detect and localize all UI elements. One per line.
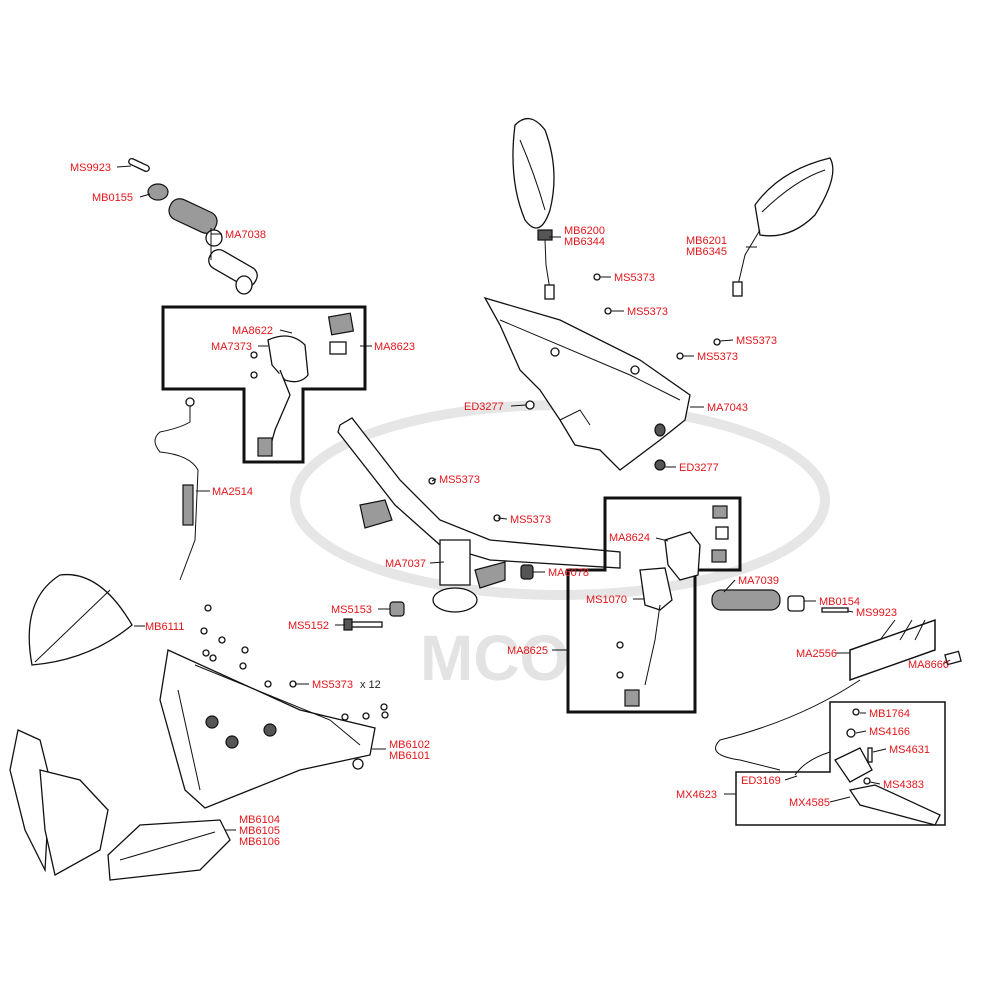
label-mx4585: MX4585 xyxy=(789,797,830,809)
watermark-text: MCO xyxy=(420,622,569,694)
label-ma6078: MA6078 xyxy=(548,567,589,579)
label-ma7039: MA7039 xyxy=(738,575,779,587)
group-box-ma8623 xyxy=(161,305,367,464)
label-ms4166: MS4166 xyxy=(869,726,910,738)
part-labels: MS9923 MB0155 MA7038 MA8622 MA7373 MA862… xyxy=(70,162,949,848)
label-ms4383: MS4383 xyxy=(883,779,924,791)
label-mb6106: MB6106 xyxy=(239,836,280,848)
label-ms5153: MS5153 xyxy=(331,604,372,616)
label-mb6345: MB6345 xyxy=(686,246,727,258)
label-mb6201: MB6201 xyxy=(686,235,727,247)
label-mx4623: MX4623 xyxy=(676,789,717,801)
label-ms5373-d: MS5373 xyxy=(697,351,738,363)
brake-cable xyxy=(715,618,962,771)
label-ma8622: MA8622 xyxy=(232,325,273,337)
label-mb0155: MB0155 xyxy=(92,192,133,204)
front-handlebar-cover xyxy=(159,649,376,809)
label-mb6101: MB6101 xyxy=(389,750,430,762)
label-ma2514: MA2514 xyxy=(212,486,253,498)
rear-handlebar-cover xyxy=(483,273,721,471)
label-mb0154: MB0154 xyxy=(819,596,860,608)
label-ed3277-b: ED3277 xyxy=(679,462,719,474)
leader-lines xyxy=(116,165,951,831)
left-grip xyxy=(168,198,218,234)
label-ms9923-right: MS9923 xyxy=(856,607,897,619)
left-mirror xyxy=(512,118,555,300)
brake-lever-assembly xyxy=(794,708,941,826)
label-ma7373: MA7373 xyxy=(211,341,252,353)
left-cowl-cover xyxy=(28,573,133,666)
lower-side-panels xyxy=(9,729,231,881)
throttle-cable xyxy=(154,397,199,581)
label-ms5373-e: MS5373 xyxy=(439,474,480,486)
group-box-ma8625 xyxy=(566,496,742,714)
label-ed3169: ED3169 xyxy=(741,775,781,787)
label-ma8623: MA8623 xyxy=(374,341,415,353)
label-ma8625: MA8625 xyxy=(507,645,548,657)
label-mb1764: MB1764 xyxy=(869,708,910,720)
label-ma7038: MA7038 xyxy=(225,229,266,241)
bar-end-bolt xyxy=(128,157,150,173)
label-ma8624: MA8624 xyxy=(609,532,650,544)
label-ma2556: MA2556 xyxy=(796,648,837,660)
bolt-and-nut xyxy=(343,601,405,631)
group-box-mx4623 xyxy=(735,701,946,826)
label-ms5152: MS5152 xyxy=(288,620,329,632)
label-ms5373-b: MS5373 xyxy=(627,306,668,318)
screws-cluster xyxy=(200,604,389,721)
label-ma7043: MA7043 xyxy=(707,402,748,414)
label-ms5373-c: MS5373 xyxy=(736,335,777,347)
right-grip-assembly xyxy=(711,589,849,613)
label-ms4631: MS4631 xyxy=(889,744,930,756)
label-ed3277-a: ED3277 xyxy=(464,401,504,413)
label-mb6105: MB6105 xyxy=(239,825,280,837)
label-mb6344: MB6344 xyxy=(564,236,605,248)
label-ms9923-top: MS9923 xyxy=(70,162,111,174)
label-ms5373-f: MS5373 xyxy=(510,514,551,526)
bar-end-weight xyxy=(147,183,169,201)
label-ma7037: MA7037 xyxy=(385,558,426,570)
label-ms5373-g: MS5373 xyxy=(312,679,353,691)
right-mirror xyxy=(732,157,834,297)
label-mb6111: MB6111 xyxy=(145,621,184,633)
label-ms1070: MS1070 xyxy=(586,594,627,606)
label-mb6102: MB6102 xyxy=(389,739,430,751)
grip-collar xyxy=(205,229,223,247)
label-ms5373-a: MS5373 xyxy=(614,272,655,284)
label-qty-x12: x 12 xyxy=(360,679,381,691)
handlebar-tube xyxy=(337,417,621,613)
right-switch-assembly xyxy=(616,505,729,707)
label-ma8660: MA8660 xyxy=(908,659,949,671)
label-mb6200: MB6200 xyxy=(564,225,605,237)
label-mb6104: MB6104 xyxy=(239,814,280,826)
left-grip-assembly xyxy=(128,157,258,295)
left-switch-assembly xyxy=(250,312,355,457)
